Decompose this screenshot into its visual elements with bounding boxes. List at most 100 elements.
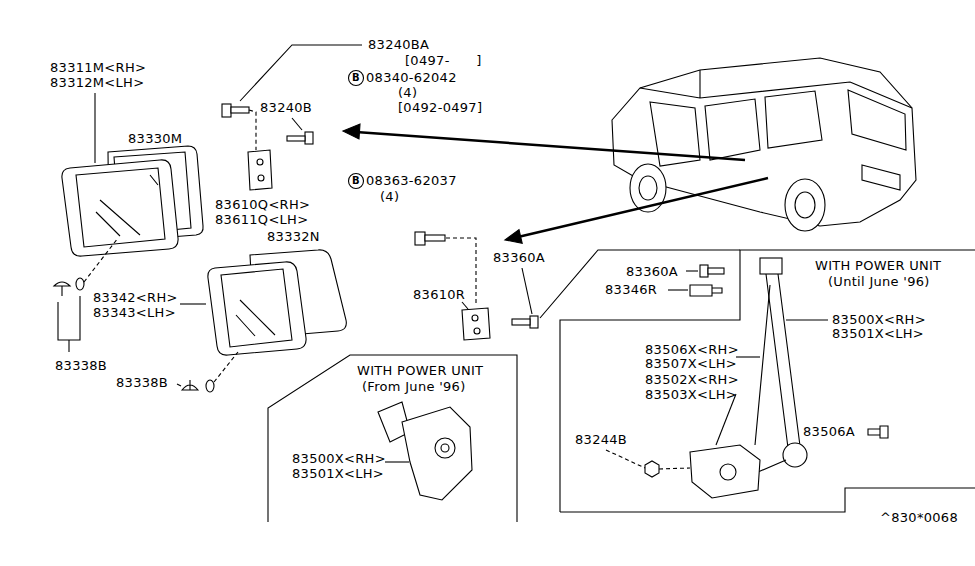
- arrow-head: [343, 124, 360, 139]
- glass-frame: [208, 262, 306, 355]
- van-window: [765, 91, 822, 148]
- van-body: [612, 58, 916, 226]
- callout-number: [0492-0497]: [398, 100, 482, 115]
- motor-gear: [435, 438, 455, 458]
- leader-line: [462, 302, 468, 309]
- washer: [206, 380, 214, 392]
- b-circle: [349, 71, 364, 86]
- callout-number: 83332N: [267, 229, 320, 244]
- dash-line: [659, 468, 690, 469]
- bolt-shank: [231, 107, 249, 113]
- bolt: [868, 426, 888, 438]
- leader-line: [385, 461, 409, 462]
- callout-number: 83506X<RH>: [645, 342, 739, 357]
- callout-number: 08363-62037: [366, 173, 457, 188]
- callout-number: 83503X<LH>: [645, 387, 737, 402]
- motor-gear: [720, 464, 736, 480]
- region-line: [540, 250, 740, 318]
- callout-number: 83311M<RH>: [50, 60, 146, 75]
- glass-shine: [96, 175, 158, 236]
- callout-number: 83312M<LH>: [50, 75, 144, 90]
- callout-number: 08340-62042: [366, 70, 457, 85]
- van-rear-window: [848, 90, 906, 150]
- callout-number: 83501X<LH>: [832, 326, 924, 341]
- callout-number: 83610Q<RH>: [215, 197, 310, 212]
- van-roof-line: [640, 70, 912, 108]
- callout-number: 83502X<RH>: [645, 372, 739, 387]
- panel-subheading: (From June '96): [362, 379, 466, 394]
- circled-symbol: B: [349, 70, 363, 86]
- leader-line: [522, 268, 532, 314]
- bolt-head: [415, 232, 425, 245]
- callout-number: 83330M: [128, 131, 182, 146]
- rail-bracket: [760, 258, 782, 274]
- leader-line: [668, 289, 688, 290]
- glass-frame: [62, 160, 178, 256]
- motor-body: [690, 445, 760, 498]
- callout-number: 83338B: [55, 358, 107, 373]
- callout-number: [0497- ]: [405, 53, 482, 68]
- bolt-head: [222, 104, 231, 117]
- callout-number: 83346R: [605, 282, 657, 297]
- callout-number: 83244B: [575, 432, 627, 447]
- dash-line: [249, 110, 256, 150]
- regulator-rail: [766, 274, 800, 448]
- bushing: [690, 285, 722, 296]
- leader-line: [686, 270, 698, 271]
- leader-line: [240, 45, 362, 101]
- washer: [76, 278, 84, 290]
- leader-line: [94, 93, 95, 163]
- bracket-hole: [258, 175, 264, 181]
- van-wheel: [630, 164, 666, 212]
- hinge-bracket: [462, 308, 490, 340]
- leader-line: [180, 303, 206, 304]
- panel-region: WITH POWER UNIT(From June '96): [268, 355, 518, 522]
- circled-symbol: B: [349, 173, 363, 189]
- b-circle: [349, 174, 364, 189]
- callout-number: 83240BA: [368, 37, 429, 52]
- glass-frame: [221, 269, 292, 347]
- callout-number: 83500X<RH>: [292, 451, 386, 466]
- panel-heading: WITH POWER UNIT: [815, 258, 941, 273]
- leader-line: [736, 356, 760, 357]
- cable: [755, 285, 786, 472]
- van-wheel: [795, 192, 815, 218]
- panel-border: [560, 250, 975, 512]
- callout-number: (4): [398, 85, 417, 100]
- callout-number: 83360A: [493, 250, 545, 265]
- bolt-shank: [512, 319, 530, 325]
- dash-line: [606, 450, 645, 468]
- callout-number: 83240B: [260, 100, 312, 115]
- callout-number: 83506A: [803, 424, 855, 439]
- callout-number: 83507X<LH>: [645, 356, 737, 371]
- van-wheel: [785, 179, 825, 231]
- pulley: [783, 443, 807, 467]
- callout-number: 83343<LH>: [93, 305, 176, 320]
- leader-line: [177, 384, 181, 386]
- callout-number: 83338B: [116, 375, 168, 390]
- callout-number: 83610R: [413, 287, 465, 302]
- bracket-hole: [474, 328, 480, 334]
- hinge-bracket: [248, 150, 272, 190]
- van-window: [705, 99, 760, 160]
- bolt-shank: [425, 235, 445, 241]
- parts-art: [54, 45, 916, 500]
- bracket-hole: [472, 315, 478, 321]
- bolt-head: [700, 265, 708, 277]
- callout-number: 83360A: [626, 264, 678, 279]
- panel-heading: WITH POWER UNIT: [357, 363, 483, 378]
- glass-frame: [76, 168, 165, 247]
- leader-line: [292, 118, 302, 130]
- clip-pin: [54, 282, 70, 296]
- motor-body: [402, 407, 472, 500]
- callout-number: (4): [380, 189, 399, 204]
- bracket-line: [58, 296, 80, 352]
- dash-line: [214, 352, 238, 382]
- van-plate: [862, 165, 900, 190]
- bracket-hole: [257, 159, 263, 165]
- pointer-arrow: [356, 132, 745, 160]
- bolt-shank: [287, 136, 305, 141]
- clip-pin: [182, 380, 198, 390]
- callout-number: ^830*0068: [880, 510, 958, 525]
